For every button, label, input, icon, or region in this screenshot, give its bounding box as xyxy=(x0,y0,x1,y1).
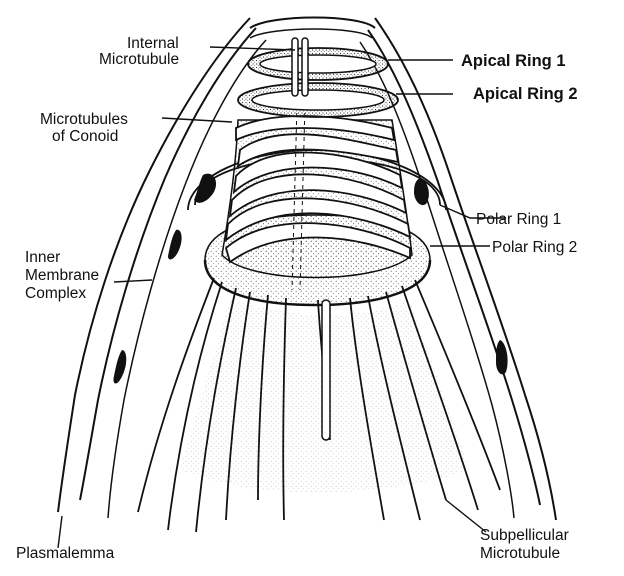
label-polar-ring-2: Polar Ring 2 xyxy=(492,239,577,256)
label-inner-membrane-complex-2: Membrane xyxy=(25,267,99,284)
label-apical-ring-2: Apical Ring 2 xyxy=(473,85,578,103)
plasmalemma-right xyxy=(374,17,557,521)
leader-inner-membrane-complex xyxy=(113,279,153,283)
inner-membrane-right-2 xyxy=(359,41,515,519)
label-subpellicular-microtubule-2: Microtubule xyxy=(480,545,560,562)
conoid xyxy=(221,104,413,291)
leader-lines xyxy=(57,46,506,549)
leader-plasmalemma xyxy=(57,515,63,549)
internal-microtubule-trace xyxy=(291,104,306,291)
plasmalemma-left xyxy=(57,17,251,513)
internal-microtubules xyxy=(291,37,309,97)
top-opening xyxy=(249,16,376,29)
conoid-spiral-fibers xyxy=(224,115,412,264)
top-lip xyxy=(249,28,373,39)
label-apical-ring-1: Apical Ring 1 xyxy=(461,52,566,70)
label-microtubules-of-conoid-2: of Conoid xyxy=(52,128,118,145)
label-subpellicular-microtubule-1: Subpellicular xyxy=(480,527,569,544)
label-inner-membrane-complex-3: Complex xyxy=(25,285,86,302)
apical-ring-2 xyxy=(237,82,399,118)
inner-membrane-right xyxy=(367,29,541,506)
label-polar-ring-1: Polar Ring 1 xyxy=(476,211,561,228)
leader-internal-microtubule xyxy=(209,46,296,51)
inner-membrane-left-2 xyxy=(107,39,267,519)
hanging-microtubule xyxy=(321,299,331,441)
label-internal-microtubule-2: Microtubule xyxy=(99,51,179,68)
labels: Internal Microtubule Microtubules of Con… xyxy=(16,35,578,562)
inner-membrane-left xyxy=(79,27,257,501)
cell-body xyxy=(57,17,557,521)
leader-microtubules-of-conoid xyxy=(161,117,233,123)
leader-polar-ring-1 xyxy=(439,204,506,219)
label-microtubules-of-conoid-1: Microtubules xyxy=(40,111,128,128)
apical-ring-1 xyxy=(247,47,389,81)
label-inner-membrane-complex-1: Inner xyxy=(25,249,60,266)
label-internal-microtubule-1: Internal xyxy=(127,35,179,52)
leader-subpellicular-microtubule xyxy=(445,499,487,533)
label-plasmalemma: Plasmalemma xyxy=(16,545,115,562)
